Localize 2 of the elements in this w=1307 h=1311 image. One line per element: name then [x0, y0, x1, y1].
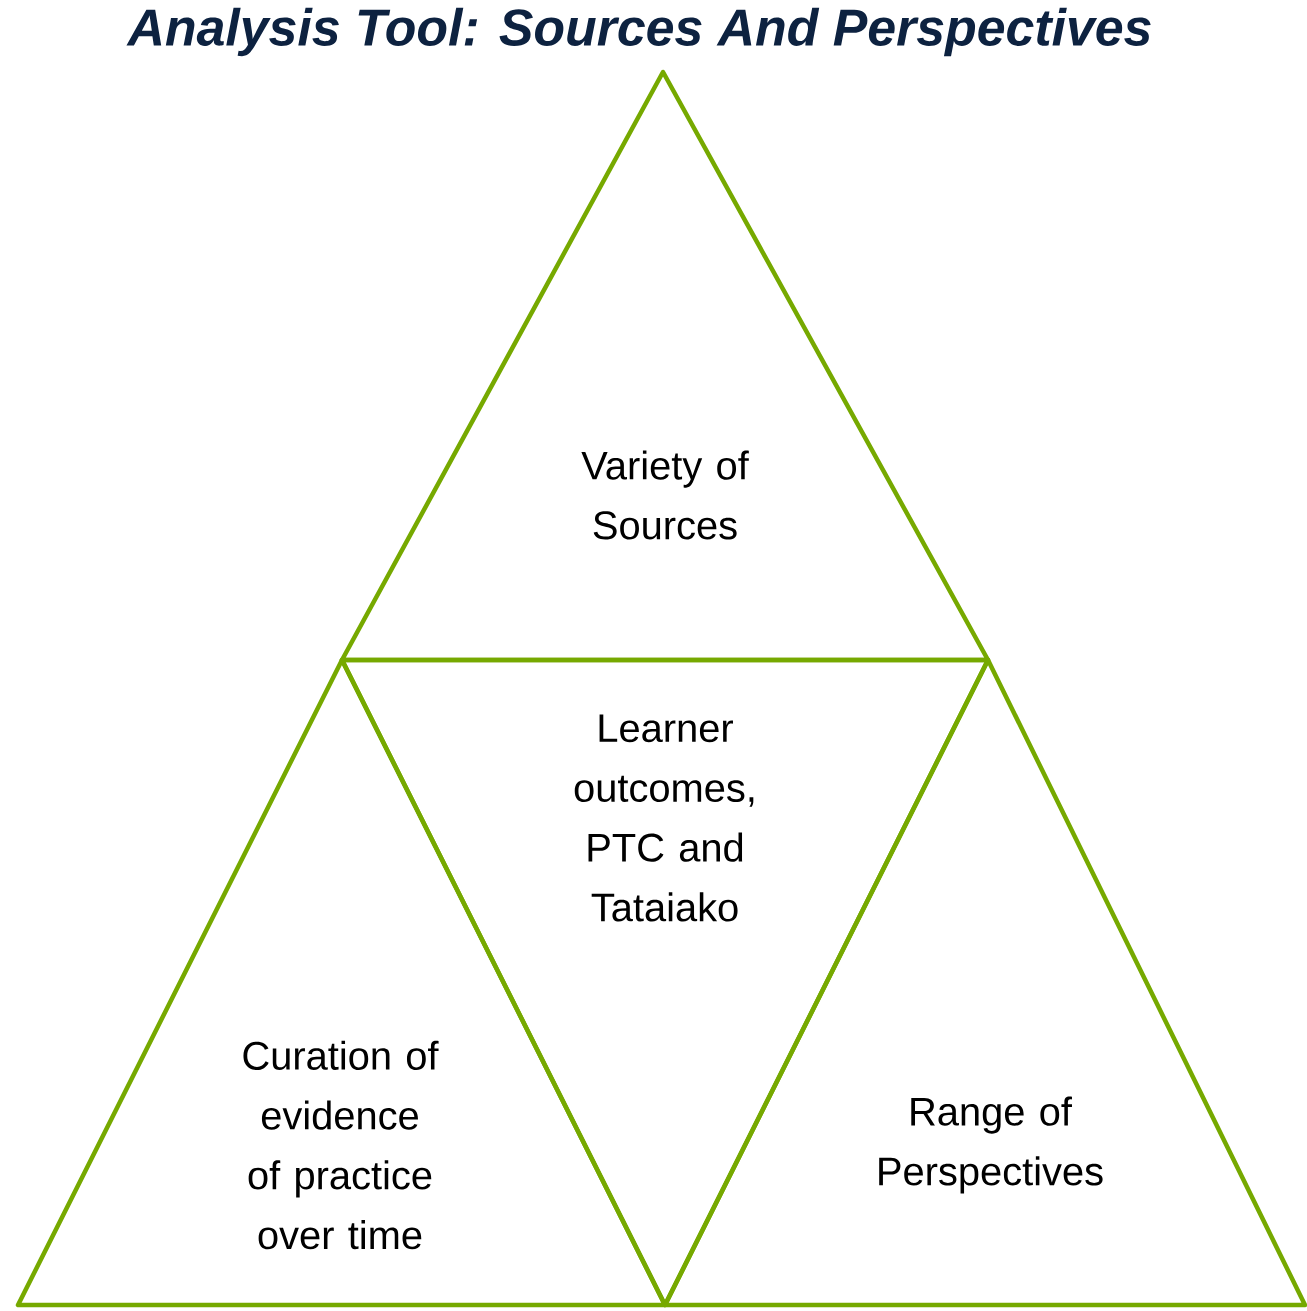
triangle: Variety of Sources [339, 69, 991, 663]
title: Analysis Tool: Sources And Perspectives [126, 7, 1151, 57]
